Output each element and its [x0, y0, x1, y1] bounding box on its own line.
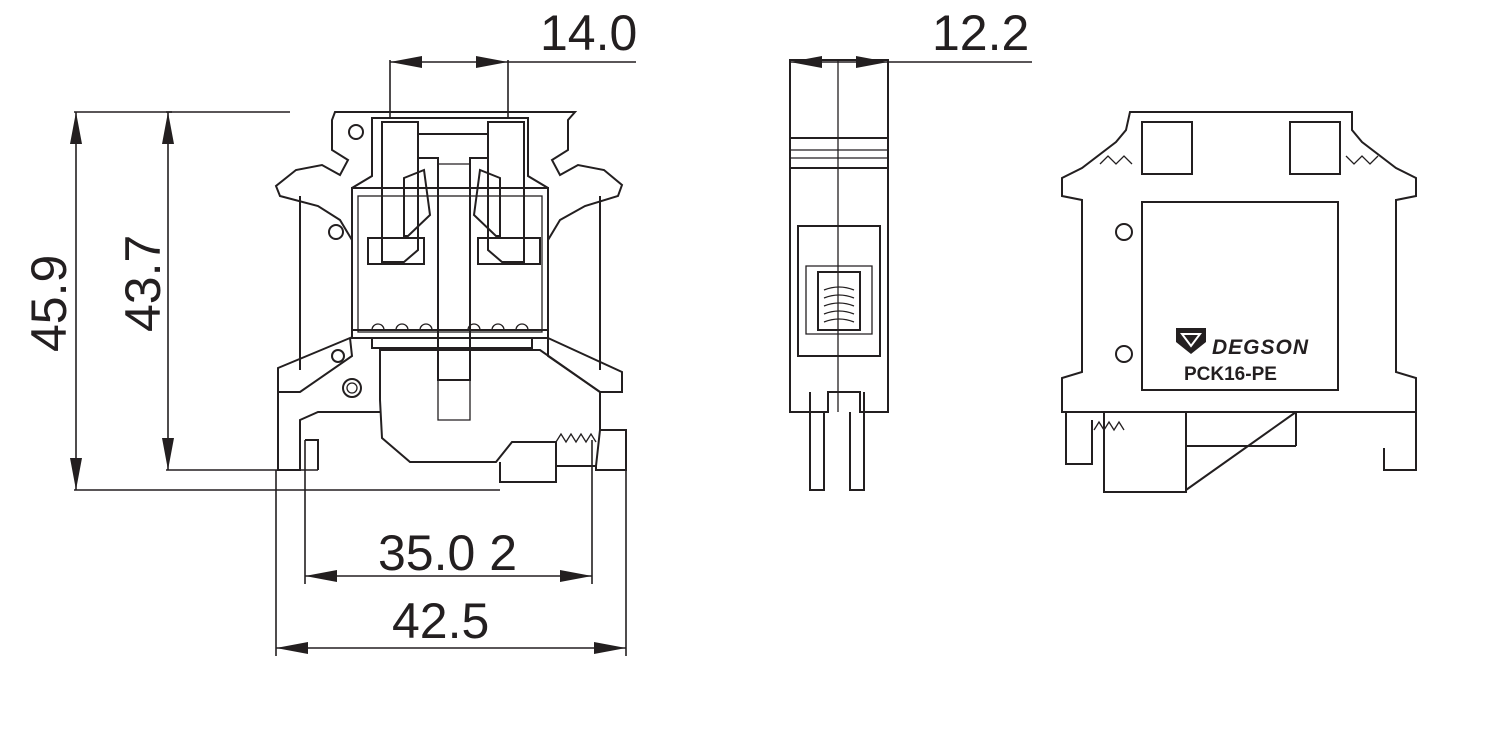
- left-clamp-hatch: [381, 121, 419, 263]
- brand-text: DEGSON: [1212, 336, 1309, 359]
- lower-right-wing-hatch: [547, 336, 623, 393]
- front-test-hole-top: [1115, 223, 1133, 241]
- dimension-lines: [70, 56, 1032, 656]
- center-bar-hatch: [437, 163, 471, 421]
- front-foot-slope: [1185, 411, 1297, 491]
- front-notch-left: [1099, 155, 1133, 165]
- front-label-area: [1141, 201, 1339, 391]
- front-view: DEGSON PCK16-PE: [1061, 111, 1417, 493]
- dim-label-12: 12.2: [932, 5, 1029, 61]
- side-view: [789, 59, 889, 491]
- dimension-labels: 14.0 12.2 45.9 43.7 35.0 2 42.5: [21, 5, 1029, 649]
- left-spring: [403, 168, 432, 237]
- section-view: [274, 111, 627, 483]
- model-text: PCK16-PE: [1184, 364, 1277, 385]
- dim-label-42-5: 42.5: [392, 593, 489, 649]
- rail-clip: [305, 439, 557, 483]
- degson-logo-icon: [1176, 328, 1206, 354]
- terminal-box-inner: [357, 195, 543, 333]
- left-spring-base: [367, 237, 425, 265]
- side-window-inner: [805, 265, 873, 335]
- side-outline: [789, 59, 889, 413]
- front-test-hole-bottom: [1115, 345, 1133, 363]
- side-screw-thread: [823, 286, 855, 323]
- rail-teeth: [555, 432, 597, 444]
- right-spring: [472, 168, 501, 237]
- dim-label-43-7: 43.7: [115, 235, 171, 332]
- right-clamp-hatch: [487, 121, 525, 263]
- foot-outline: [277, 392, 627, 471]
- lower-left-wing-hatch: [277, 336, 354, 393]
- front-foot: [1065, 412, 1417, 493]
- upper-housing-hatch: [274, 111, 624, 244]
- pin-hole-side: [328, 224, 344, 240]
- front-wire-entry-right: [1289, 121, 1341, 175]
- side-window: [797, 225, 881, 357]
- pin-hole-foot-inner: [346, 382, 358, 394]
- pin-hole-lower: [331, 349, 345, 363]
- contact-bumps: [371, 323, 529, 331]
- front-foot-teeth: [1093, 420, 1125, 432]
- right-spring-base: [477, 237, 541, 265]
- brand-logo: [1176, 328, 1206, 354]
- dim-label-35: 35.0 2: [378, 525, 517, 581]
- pin-hole-upper: [348, 124, 364, 140]
- dim-label-14: 14.0: [540, 5, 637, 61]
- side-foot-legs: [809, 392, 865, 491]
- foot-hatch: [379, 349, 601, 467]
- pin-hole-foot: [342, 378, 362, 398]
- front-wire-entry-left: [1141, 121, 1193, 175]
- contact-bar: [371, 337, 533, 349]
- dim-label-45-9: 45.9: [21, 255, 77, 352]
- side-screw: [817, 271, 861, 331]
- front-notch-right: [1345, 155, 1379, 165]
